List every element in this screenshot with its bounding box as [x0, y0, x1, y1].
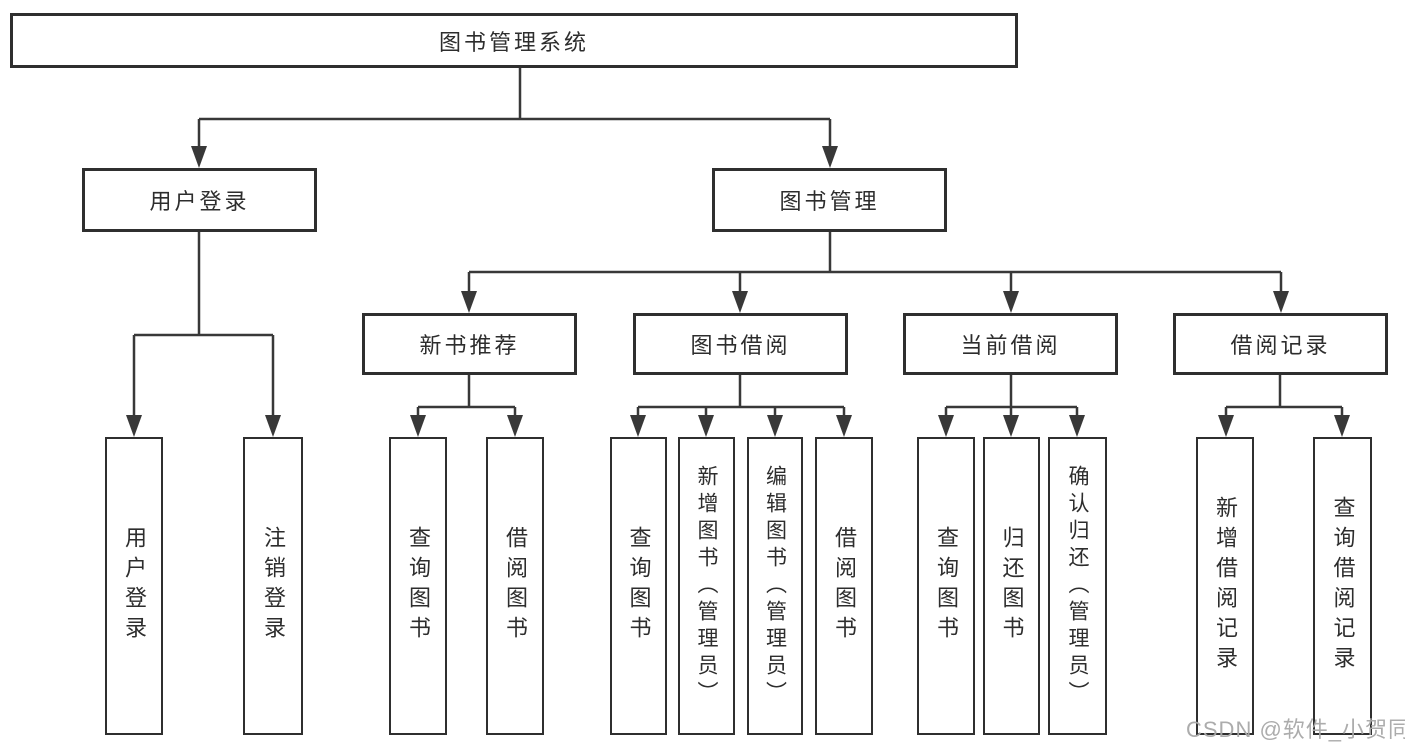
connector-current-borrowing-branch: [944, 375, 1079, 419]
arrow-to-leaf-user-login: [126, 415, 142, 437]
arrow-to-new-book-recommend: [461, 291, 477, 313]
node-label: 查询图书: [934, 526, 959, 646]
arrowheads: [126, 146, 1350, 437]
csdn-watermark: CSDN @软件_小贺同学: [1186, 717, 1405, 742]
arrow-to-bb-add-books: [698, 415, 714, 437]
node-new-book-recommend: 新书推荐: [362, 313, 577, 375]
node-label: 图书管理: [779, 189, 880, 214]
node-label: 查询借阅记录: [1330, 496, 1356, 676]
leaf-user-login: 用户登录: [105, 437, 163, 735]
node-user-login: 用户登录: [82, 168, 317, 232]
arrow-to-cb-query-books: [938, 415, 954, 437]
node-label: 借阅图书: [832, 526, 857, 646]
leaf-br-query-record: 查询借阅记录: [1313, 437, 1372, 735]
arrow-to-cb-confirm-return: [1069, 415, 1085, 437]
connector-root-to-level2: [197, 68, 832, 150]
node-label: 归还图书: [999, 526, 1025, 646]
node-label: 借阅记录: [1230, 333, 1331, 358]
connector-borrow-records-branch: [1224, 375, 1344, 419]
connector-user-login-branch: [132, 232, 275, 419]
leaf-cb-return-books: 归还图书: [983, 437, 1040, 735]
leaf-bb-add-books-admin: 新增图书（管理员）: [678, 437, 735, 735]
arrow-to-bb-borrow-books: [836, 415, 852, 437]
arrow-to-nbr-query-books: [410, 415, 426, 437]
node-borrow-records: 借阅记录: [1173, 313, 1388, 375]
leaf-cb-query-books: 查询图书: [917, 437, 975, 735]
node-label: 图书管理系统: [438, 29, 589, 55]
connector-book-management-branch: [467, 232, 1283, 295]
arrow-to-cb-return-books: [1003, 415, 1019, 437]
arrow-to-leaf-logout: [265, 415, 281, 437]
node-label: 新增借阅记录: [1213, 496, 1238, 676]
arrow-to-nbr-borrow-books: [507, 415, 523, 437]
arrow-to-book-borrowing: [732, 291, 748, 313]
node-label: 当前借阅: [960, 333, 1061, 358]
leaf-br-add-record: 新增借阅记录: [1196, 437, 1254, 735]
arrow-to-br-add-record: [1218, 415, 1234, 437]
node-label: 用户登录: [149, 189, 250, 214]
leaf-nbr-borrow-books: 借阅图书: [486, 437, 544, 735]
node-current-borrowing: 当前借阅: [903, 313, 1118, 375]
leaf-bb-borrow-books: 借阅图书: [815, 437, 873, 735]
arrow-to-user-login: [191, 146, 207, 168]
leaf-nbr-query-books: 查询图书: [389, 437, 447, 735]
node-book-borrowing: 图书借阅: [633, 313, 848, 375]
node-label: 注销登录: [261, 526, 286, 646]
arrow-to-borrow-records: [1273, 291, 1289, 313]
node-book-management: 图书管理: [712, 168, 947, 232]
node-label: 查询图书: [406, 526, 431, 646]
connector-book-borrowing-branch: [636, 375, 846, 419]
node-label: 借阅图书: [503, 526, 528, 646]
connector-new-book-recommend-branch: [416, 375, 517, 419]
arrow-to-br-query-record: [1334, 415, 1350, 437]
leaf-logout: 注销登录: [243, 437, 303, 735]
node-label: 用户登录: [122, 526, 147, 646]
arrow-to-bb-query-books: [630, 415, 646, 437]
leaf-bb-edit-books-admin: 编辑图书（管理员）: [747, 437, 803, 735]
node-label: 查询图书: [626, 526, 652, 646]
arrow-to-bb-edit-books: [767, 415, 783, 437]
node-label: 新增图书（管理员）: [695, 464, 718, 708]
leaf-bb-query-books: 查询图书: [610, 437, 667, 735]
node-label: 新书推荐: [419, 333, 520, 358]
arrow-to-current-borrowing: [1003, 291, 1019, 313]
node-library-management-system: 图书管理系统: [10, 13, 1018, 68]
node-label: 图书借阅: [690, 333, 791, 358]
arrow-to-book-management: [822, 146, 838, 168]
leaf-cb-confirm-return-admin: 确认归还（管理员）: [1048, 437, 1107, 735]
node-label: 编辑图书（管理员）: [763, 464, 787, 708]
node-label: 确认归还（管理员）: [1066, 464, 1089, 708]
